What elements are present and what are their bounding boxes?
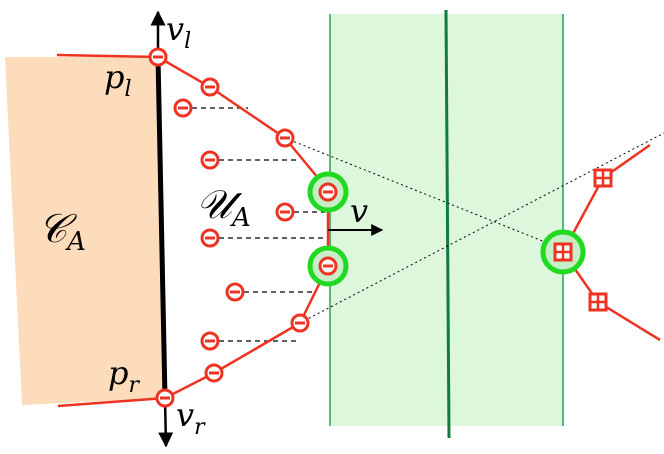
label-pr: pr [108, 354, 140, 398]
label-velocity: v [350, 192, 368, 230]
negative-marker-icon [275, 128, 295, 148]
positive-marker-icon [593, 168, 613, 188]
label-vl: vl [166, 10, 191, 54]
negative-marker-icon [173, 98, 193, 118]
positive-markers [553, 168, 613, 312]
negative-marker-icon [200, 77, 220, 97]
negative-marker-icon [155, 388, 175, 408]
negative-marker-icon [204, 363, 224, 383]
negative-marker-icon [200, 228, 220, 248]
dashed-lines [183, 107, 326, 342]
segment-pl-pr [155, 56, 168, 399]
region-ca [5, 57, 165, 405]
label-vr: vr [176, 396, 206, 440]
positive-marker-icon [588, 292, 608, 312]
dotted-line-upper [284, 137, 571, 253]
positive-marker-icon [553, 242, 573, 262]
negative-marker-icon [318, 182, 338, 202]
negative-markers [148, 47, 338, 408]
negative-marker-icon [148, 47, 168, 67]
band-center-line [444, 9, 451, 439]
label-pl: pl [104, 58, 132, 102]
negative-marker-icon [290, 313, 310, 333]
dotted-line-lower [299, 132, 664, 324]
negative-marker-icon [200, 331, 220, 351]
negative-marker-icon [318, 256, 338, 276]
negative-marker-icon [225, 282, 245, 302]
negative-marker-icon [275, 202, 295, 222]
label-set-ua: 𝒰A [196, 182, 251, 233]
negative-marker-icon [200, 150, 220, 170]
